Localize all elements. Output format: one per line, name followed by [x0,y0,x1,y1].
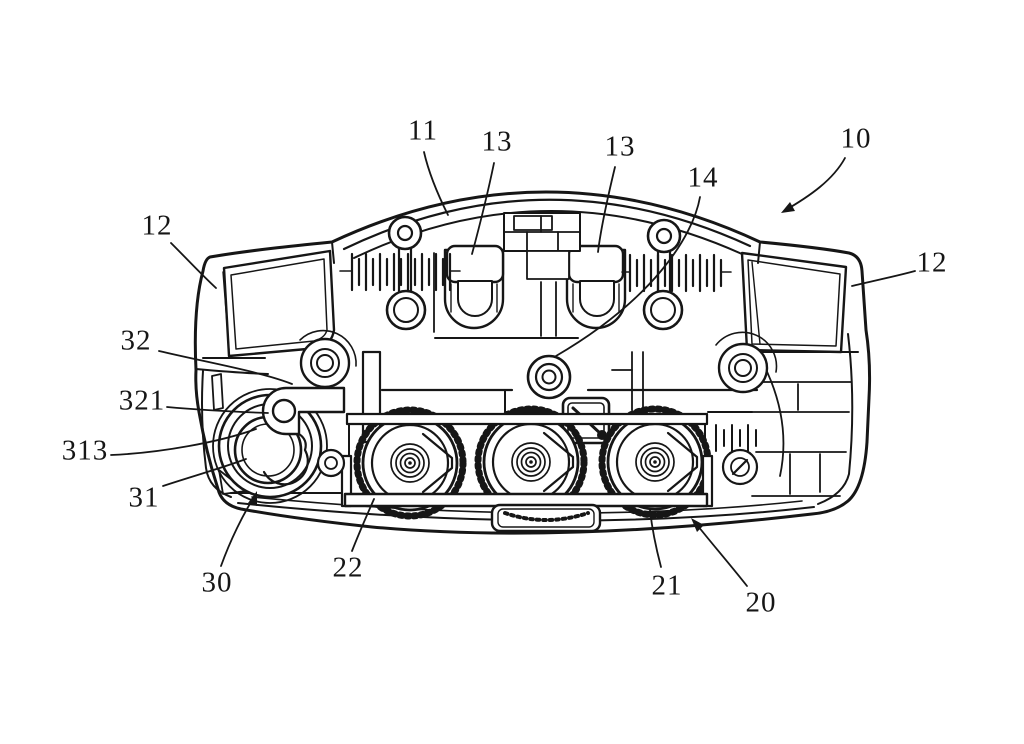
leader-12-left [170,242,217,289]
arrowhead-20 [691,518,704,532]
hull-cutout-sliver [211,373,224,411]
dial-1-notch [421,432,454,494]
ref-label-14: 14 [687,161,719,194]
post-left [385,215,427,331]
dial-3-notch [666,431,699,493]
post-right [642,218,684,331]
fastener-left-outer [316,448,346,478]
spring-left [339,252,461,292]
knurl-wheel-1 [353,406,467,520]
ref-label-13-right: 13 [604,130,636,163]
hull-inner-wall-right [817,333,854,505]
center-pivot-ring [534,362,564,392]
eyelet-right-inner [650,297,676,323]
hook-left-block [445,244,505,284]
spring-right-small [715,424,757,452]
ref-label-321: 321 [118,384,166,417]
screw-right-hole [730,457,750,477]
post-right-head [646,218,682,254]
leader-10 [783,157,846,212]
right-interior-ribs [751,351,852,497]
fastener-left-hole [324,456,338,470]
ref-label-12-left: 12 [141,209,173,242]
bottom-tab-knurl [503,511,590,522]
post-right-hole [655,227,673,245]
hook-left-slot [457,280,493,317]
left-window-fold [222,271,230,351]
dial-frame [340,412,714,508]
leader-22 [351,498,375,552]
ref-label-10: 10 [840,122,872,155]
dome-seam-right [757,241,761,264]
dial-wheel-2 [482,413,580,511]
leader-12-right [851,270,916,287]
ref-label-12-right: 12 [916,246,948,279]
hook-channel-left [443,244,505,330]
cam-recess-ring [212,388,328,504]
hook-right-slot [579,280,615,317]
right-window-inner [747,259,841,347]
center-pivot-boss [526,354,572,400]
lever-pivot-hole [271,398,297,424]
side-fasteners [316,424,759,486]
eyelet-left-inner [393,297,419,323]
eyelet-right-outer [642,289,684,331]
pivot-boss-right [715,331,778,394]
leader-13-left [471,162,495,255]
bottom-tab-inner [497,508,595,528]
ref-label-30: 30 [201,566,233,599]
ref-label-31: 31 [128,481,160,514]
leader-11 [423,151,449,216]
center-pivot [526,354,572,400]
dome-seam-left [331,241,335,264]
ref-label-32: 32 [120,324,152,357]
bottom-tab [490,503,602,533]
hull-inner-wall-left [201,370,232,498]
ref-label-13-left: 13 [481,125,513,158]
frame-top-rail [345,412,709,426]
center-step-block [503,212,581,280]
leader-14 [555,196,701,357]
arrowhead-10 [781,202,795,213]
post-left-hole [396,224,414,242]
screw-right-slot [731,458,749,476]
leader-313 [110,428,257,456]
cam-assembly [212,350,382,504]
leader-lines [110,151,916,587]
dial-wheels [361,413,704,512]
ref-label-11: 11 [408,114,438,147]
ref-label-20: 20 [745,586,777,619]
pivot-left-cap-arc [299,329,357,367]
bottom-tab-outer [490,503,602,533]
leader-21 [649,509,662,568]
post-left-stem [397,247,413,293]
right-window-panel [740,251,859,354]
mid-platform [380,252,759,413]
post-left-head [387,215,423,251]
ref-label-21: 21 [651,569,683,602]
leader-32 [158,350,293,385]
dial-2-notch [542,431,575,493]
leader-321 [166,406,269,414]
pivot-boss-left [299,329,357,389]
pivot-right-cap-arc [715,331,778,373]
cam-hook-slot [262,432,309,486]
step-block-notch [513,215,553,231]
arrowhead-30 [248,491,257,506]
center-pivot-hole [541,369,557,385]
leader-20 [693,520,748,587]
right-window-fold [751,261,761,345]
step-block-lower [526,250,570,280]
eyelet-left-outer [385,289,427,331]
hook-channel-right [565,244,627,330]
ref-label-313: 313 [61,434,109,467]
leader-13-right [597,166,616,253]
leader-31 [162,458,247,487]
ref-label-22: 22 [332,551,364,584]
